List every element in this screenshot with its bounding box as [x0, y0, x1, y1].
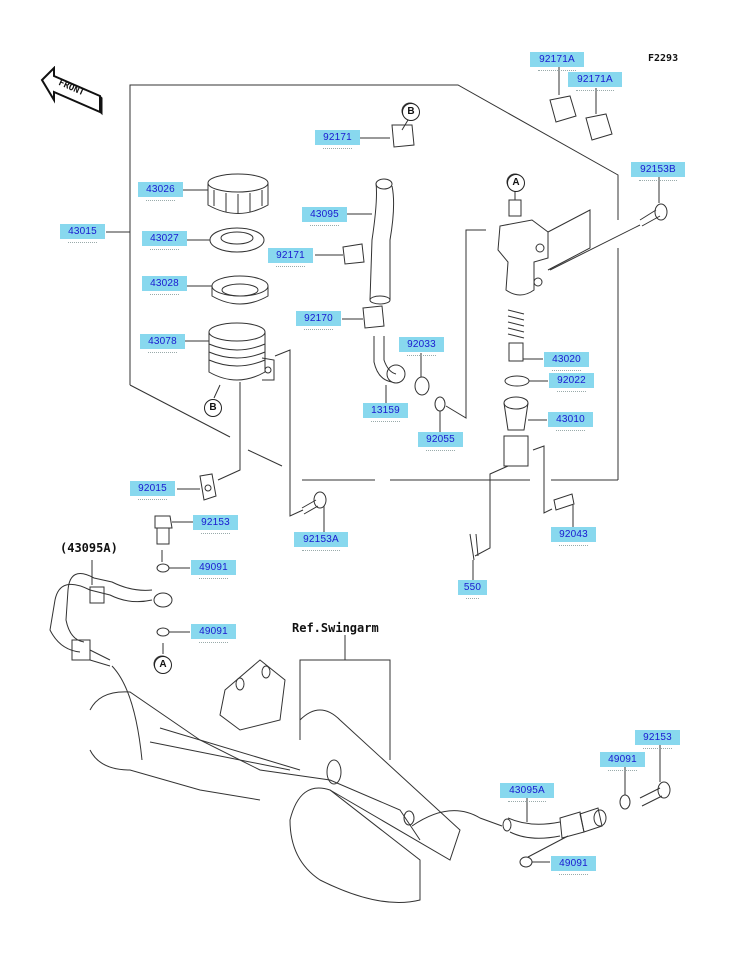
- part-label-43095[interactable]: 43095: [302, 207, 347, 226]
- part-label-43027[interactable]: 43027: [142, 231, 187, 250]
- part-label-49091[interactable]: 49091: [551, 856, 596, 875]
- part-label-43028[interactable]: 43028: [142, 276, 187, 295]
- piston-drawing: [474, 396, 553, 557]
- part-label-92153[interactable]: 92153: [193, 515, 238, 534]
- part-label-43026[interactable]: 43026: [138, 182, 183, 201]
- part-label-92022[interactable]: 92022: [549, 373, 594, 392]
- brake-hose-drawing: [49, 560, 153, 761]
- part-label-43095a[interactable]: 43095A: [500, 783, 554, 802]
- part-label-92171a[interactable]: 92171A: [530, 52, 584, 71]
- part-label-43010[interactable]: 43010: [548, 412, 593, 431]
- part-label-92043[interactable]: 92043: [551, 527, 596, 546]
- bolt-drawing: [301, 491, 327, 533]
- washer-drawing: [504, 375, 548, 387]
- part-label-92170[interactable]: 92170: [296, 311, 341, 330]
- figure-code: F2293: [648, 53, 679, 64]
- assembly-frame: [129, 384, 231, 438]
- assembly-frame: [247, 449, 283, 467]
- banjo-bolt-stack-drawing: [153, 515, 193, 673]
- part-label-49091[interactable]: 49091: [191, 624, 236, 643]
- part-label-92153a[interactable]: 92153A: [294, 532, 348, 551]
- part-label-49091[interactable]: 49091: [600, 752, 645, 771]
- diaphragm-drawing: [187, 275, 269, 305]
- hose-end-drawing: [502, 744, 671, 868]
- swingarm-drawing: [89, 635, 503, 903]
- elbow-fitting-drawing: [373, 336, 406, 403]
- part-label-92171a[interactable]: 92171A: [568, 72, 622, 91]
- reservoir-cap-drawing: [183, 173, 269, 214]
- cotter-pin-drawing: [469, 533, 479, 582]
- part-label-92153b[interactable]: 92153B: [631, 162, 685, 181]
- part-label-43015[interactable]: 43015: [60, 224, 105, 243]
- arrow-left-icon: FRONT: [40, 65, 103, 116]
- pin-drawing: [553, 493, 575, 527]
- callout-b: B: [204, 399, 222, 417]
- diaphragm-plate-drawing: [187, 227, 265, 253]
- reference-note: Ref.Swingarm: [292, 621, 379, 635]
- o-ring-drawing: [434, 229, 486, 432]
- part-label-43078[interactable]: 43078: [140, 334, 185, 353]
- ring-drawing: [414, 353, 430, 396]
- part-label-43020[interactable]: 43020: [544, 352, 589, 371]
- assembly-note: (43095A): [60, 541, 118, 555]
- part-label-550[interactable]: 550: [458, 580, 487, 599]
- part-label-92171[interactable]: 92171: [315, 130, 360, 149]
- spring-drawing: [507, 309, 543, 362]
- callout-a: A: [507, 174, 525, 192]
- assembly-frame: [129, 84, 619, 385]
- front-orientation-badge: FRONT: [40, 65, 104, 118]
- part-label-49091[interactable]: 49091: [191, 560, 236, 579]
- callout-a: A: [154, 656, 172, 674]
- part-label-92055[interactable]: 92055: [418, 432, 463, 451]
- part-label-92153[interactable]: 92153: [635, 730, 680, 749]
- callout-b: B: [402, 103, 420, 121]
- part-label-92015[interactable]: 92015: [130, 481, 175, 500]
- part-label-92171[interactable]: 92171: [268, 248, 313, 267]
- part-label-92033[interactable]: 92033: [399, 337, 444, 356]
- bolt-92153b-drawing: [639, 177, 668, 227]
- part-label-13159[interactable]: 13159: [363, 403, 408, 422]
- clip-drawing: [177, 473, 217, 501]
- reservoir-drawing: [185, 322, 304, 517]
- master-cylinder-drawing: [497, 173, 641, 296]
